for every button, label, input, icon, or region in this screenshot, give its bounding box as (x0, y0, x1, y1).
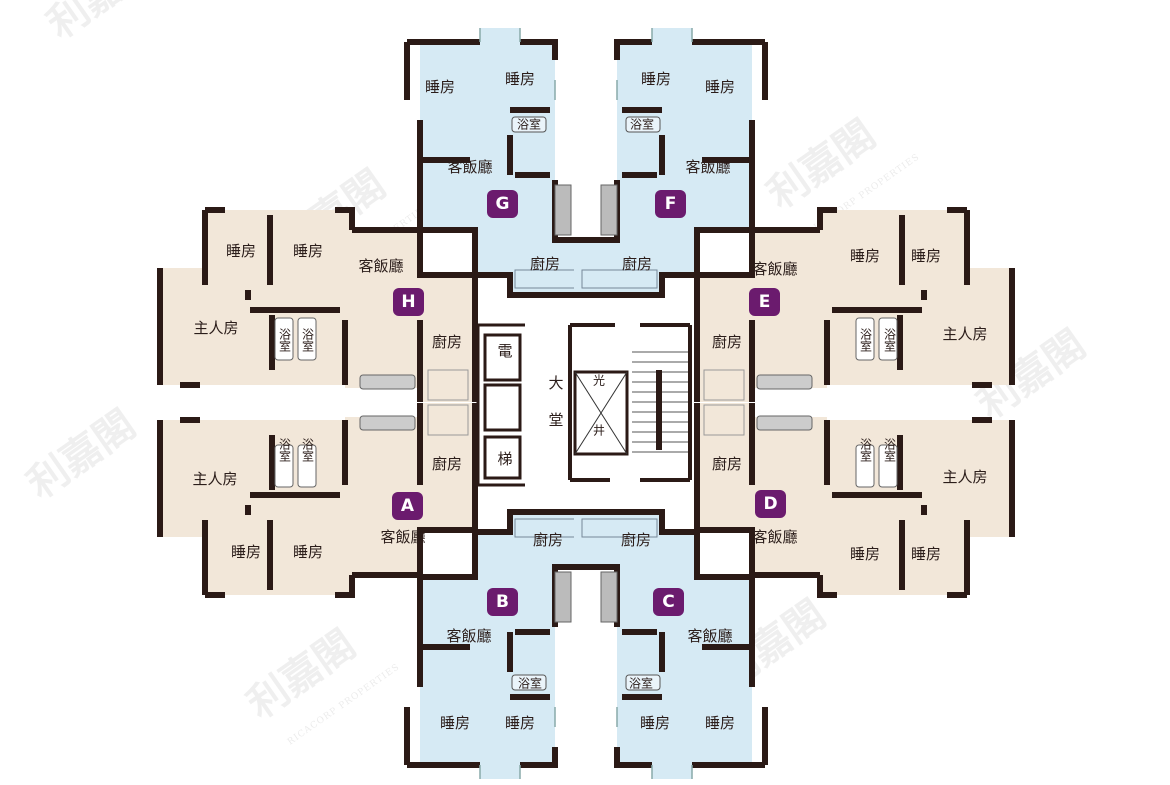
room-label: 廚房 (622, 255, 652, 273)
unit-letter: F (665, 194, 677, 214)
room-label: 浴室 (883, 328, 897, 352)
room-label: 廚房 (432, 333, 462, 351)
room-label: 客飯廳 (752, 528, 797, 546)
room-label: 主人房 (942, 325, 987, 343)
svg-text:利嘉閣: 利嘉閣 (39, 0, 164, 48)
unit-letter: C (662, 592, 674, 612)
room-label: 廚房 (712, 333, 742, 351)
room-label: 客飯廳 (752, 260, 797, 278)
room-label: 客飯廳 (685, 158, 730, 176)
unit-letter: D (763, 494, 777, 514)
svg-text:利嘉閣: 利嘉閣 (239, 621, 364, 728)
room-label: 浴室 (883, 438, 897, 462)
unit-f-shape (574, 28, 765, 295)
unit-c[interactable]: 廚房 客飯廳 浴室 睡房 睡房 C (621, 531, 735, 732)
room-label: 睡房 (293, 543, 323, 561)
room-label: 睡房 (505, 70, 535, 88)
unit-h-shape (160, 210, 475, 402)
lift-label-2: 梯 (497, 450, 512, 468)
room-label: 客飯廳 (380, 528, 425, 546)
unit-g[interactable]: 睡房 睡房 浴室 客飯廳 廚房 G (425, 70, 560, 273)
room-label: 客飯廳 (687, 627, 732, 645)
unit-g-shape (407, 28, 598, 295)
room-label: 睡房 (505, 714, 535, 732)
room-label: 客飯廳 (447, 158, 492, 176)
unit-d[interactable]: 廚房 主人房 浴室 浴室 客飯廳 睡房 睡房 D (712, 438, 988, 563)
room-label: 睡房 (293, 242, 323, 260)
room-label: 客飯廳 (358, 257, 403, 275)
room-label: 浴室 (630, 117, 654, 132)
room-label: 浴室 (301, 438, 315, 462)
room-label: 廚房 (432, 455, 462, 473)
unit-badge (749, 288, 780, 316)
svg-text:利嘉閣: 利嘉閣 (759, 111, 884, 218)
unit-letter: H (401, 292, 415, 312)
room-label: 睡房 (641, 70, 671, 88)
core (476, 323, 692, 487)
room-label: 睡房 (425, 78, 455, 96)
unit-a[interactable]: 廚房 主人房 浴室 浴室 客飯廳 睡房 睡房 A (192, 438, 462, 561)
room-label: 客飯廳 (446, 627, 491, 645)
unit-b-shape (407, 512, 598, 779)
lightwell-label-2: 井 (593, 424, 605, 438)
room-label: 浴室 (629, 676, 653, 691)
unit-badge (392, 492, 423, 520)
room-label: 浴室 (301, 328, 315, 352)
unit-d-shape (697, 403, 1012, 595)
room-label: 睡房 (705, 714, 735, 732)
room-label: 浴室 (517, 117, 541, 132)
unit-badge (487, 588, 518, 616)
unit-badge (655, 190, 686, 218)
unit-badge (487, 190, 518, 218)
room-label: 浴室 (278, 328, 292, 352)
room-label: 睡房 (231, 543, 261, 561)
room-label: 廚房 (530, 255, 560, 273)
unit-e[interactable]: 睡房 睡房 客飯廳 主人房 浴室 浴室 廚房 E (712, 247, 988, 352)
room-label: 睡房 (911, 247, 941, 265)
lift-label-1: 電 (497, 342, 512, 360)
room-label: 睡房 (850, 545, 880, 563)
room-label: 浴室 (518, 676, 542, 691)
room-label: 睡房 (850, 247, 880, 265)
unit-c-shape (574, 512, 765, 779)
room-label: 睡房 (911, 545, 941, 563)
room-label: 睡房 (705, 78, 735, 96)
unit-letter: G (496, 194, 510, 214)
room-label: 浴室 (278, 438, 292, 462)
unit-b[interactable]: 廚房 客飯廳 浴室 睡房 睡房 B (440, 531, 563, 732)
lobby-label-2: 堂 (548, 411, 563, 429)
unit-letter: B (496, 592, 509, 612)
unit-letter: A (401, 496, 415, 516)
room-label: 主人房 (192, 470, 237, 488)
room-label: 廚房 (712, 455, 742, 473)
unit-letter: E (759, 292, 771, 312)
room-label: 浴室 (859, 438, 873, 462)
room-label: 睡房 (226, 242, 256, 260)
room-label: 睡房 (440, 714, 470, 732)
room-label: 睡房 (640, 714, 670, 732)
unit-h[interactable]: 睡房 睡房 客飯廳 主人房 浴室 浴室 廚房 H (193, 242, 462, 352)
lightwell-label-1: 光 (593, 374, 605, 388)
room-label: 主人房 (193, 319, 238, 337)
unit-e-shape (697, 210, 1012, 402)
svg-text:利嘉閣: 利嘉閣 (19, 401, 144, 508)
room-label: 浴室 (859, 328, 873, 352)
unit-badge (755, 490, 786, 518)
room-label: 廚房 (533, 531, 563, 549)
lobby-label-1: 大 (548, 374, 563, 392)
unit-f[interactable]: 睡房 睡房 浴室 客飯廳 廚房 F (622, 70, 735, 273)
room-label: 廚房 (621, 531, 651, 549)
room-label: 主人房 (942, 468, 987, 486)
unit-a-shape (160, 403, 475, 595)
unit-badge (653, 588, 684, 616)
unit-badge (393, 288, 424, 316)
